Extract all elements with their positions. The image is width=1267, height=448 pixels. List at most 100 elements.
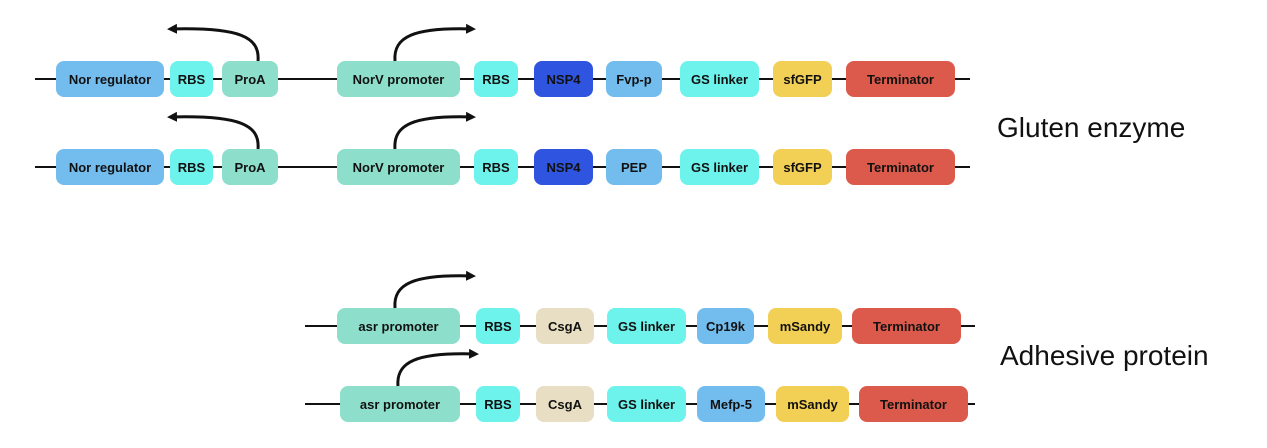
part-label-proa: ProA bbox=[234, 160, 266, 175]
part-mefp-5: Mefp-5 bbox=[697, 386, 765, 422]
part-label-nsp4: NSP4 bbox=[547, 72, 582, 87]
part-csga: CsgA bbox=[536, 386, 594, 422]
part-box-nor-regulator bbox=[56, 149, 164, 185]
part-label-rbs: RBS bbox=[178, 72, 206, 87]
part-box-rbs bbox=[474, 149, 518, 185]
part-label-csga: CsgA bbox=[548, 319, 583, 334]
part-label-csga: CsgA bbox=[548, 397, 583, 412]
part-box-nsp4 bbox=[534, 149, 593, 185]
part-box-msandy bbox=[776, 386, 849, 422]
part-box-rbs bbox=[476, 308, 520, 344]
part-label-rbs: RBS bbox=[178, 160, 206, 175]
part-label-cp19k: Cp19k bbox=[706, 319, 746, 334]
part-box-asr-promoter bbox=[340, 386, 460, 422]
part-box-rbs bbox=[476, 386, 520, 422]
part-label-gs-linker: GS linker bbox=[618, 319, 675, 334]
part-terminator: Terminator bbox=[859, 386, 968, 422]
part-proa: ProA bbox=[167, 111, 278, 185]
part-box-msandy bbox=[768, 308, 842, 344]
part-norv-promoter: NorV promoter bbox=[337, 111, 476, 185]
construct-1: Nor regulator RBS ProA NorV promoter RBS NSP4… bbox=[35, 23, 970, 97]
part-box-csga bbox=[536, 308, 594, 344]
part-rbs: RBS bbox=[476, 386, 520, 422]
part-label-rbs: RBS bbox=[484, 397, 512, 412]
part-rbs: RBS bbox=[476, 308, 520, 344]
part-label-terminator: Terminator bbox=[867, 160, 934, 175]
part-rbs: RBS bbox=[170, 149, 213, 185]
part-label-terminator: Terminator bbox=[873, 319, 940, 334]
part-label-fvp-p: Fvp-p bbox=[616, 72, 651, 87]
part-label-sfgfp: sfGFP bbox=[783, 72, 822, 87]
part-box-norv-promoter bbox=[337, 61, 460, 97]
part-asr-promoter: asr promoter bbox=[337, 270, 476, 344]
part-box-nor-regulator bbox=[56, 61, 164, 97]
part-label-norv-promoter: NorV promoter bbox=[353, 160, 445, 175]
part-nor-regulator: Nor regulator bbox=[56, 61, 164, 97]
part-label-proa: ProA bbox=[234, 72, 266, 87]
part-box-gs-linker bbox=[680, 61, 759, 97]
part-label-gs-linker: GS linker bbox=[691, 72, 748, 87]
part-norv-promoter: NorV promoter bbox=[337, 23, 476, 97]
part-box-proa bbox=[222, 149, 278, 185]
part-box-rbs bbox=[170, 149, 213, 185]
part-box-cp19k bbox=[697, 308, 754, 344]
part-proa: ProA bbox=[167, 23, 278, 97]
promoter-arrow-icon bbox=[167, 111, 260, 150]
part-label-asr-promoter: asr promoter bbox=[358, 319, 438, 334]
part-box-gs-linker bbox=[607, 386, 686, 422]
construct-2: Nor regulator RBS ProA NorV promoter RBS NSP4… bbox=[35, 111, 970, 185]
part-box-gs-linker bbox=[680, 149, 759, 185]
part-label-rbs: RBS bbox=[482, 72, 510, 87]
part-label-asr-promoter: asr promoter bbox=[360, 397, 440, 412]
part-nsp4: NSP4 bbox=[534, 149, 593, 185]
promoter-arrow-icon bbox=[167, 23, 260, 62]
part-box-fvp-p bbox=[606, 61, 662, 97]
construct-4: asr promoter RBS CsgA GS linker Mefp-5 mSandy… bbox=[305, 348, 975, 422]
part-terminator: Terminator bbox=[846, 149, 955, 185]
promoter-arrow-icon bbox=[393, 111, 476, 150]
part-sfgfp: sfGFP bbox=[773, 61, 832, 97]
group-label-adhesive-protein: Adhesive protein bbox=[1000, 340, 1209, 371]
part-label-terminator: Terminator bbox=[867, 72, 934, 87]
part-gs-linker: GS linker bbox=[607, 386, 686, 422]
part-label-msandy: mSandy bbox=[780, 319, 831, 334]
part-nsp4: NSP4 bbox=[534, 61, 593, 97]
part-cp19k: Cp19k bbox=[697, 308, 754, 344]
part-box-sfgfp bbox=[773, 61, 832, 97]
part-box-pep bbox=[606, 149, 662, 185]
part-box-norv-promoter bbox=[337, 149, 460, 185]
promoter-arrow-icon bbox=[393, 23, 476, 62]
part-asr-promoter: asr promoter bbox=[340, 348, 479, 422]
part-gs-linker: GS linker bbox=[680, 149, 759, 185]
part-box-sfgfp bbox=[773, 149, 832, 185]
part-rbs: RBS bbox=[170, 61, 213, 97]
part-msandy: mSandy bbox=[776, 386, 849, 422]
part-label-nor-regulator: Nor regulator bbox=[69, 160, 151, 175]
part-label-sfgfp: sfGFP bbox=[783, 160, 822, 175]
part-rbs: RBS bbox=[474, 149, 518, 185]
part-box-terminator bbox=[846, 149, 955, 185]
part-label-norv-promoter: NorV promoter bbox=[353, 72, 445, 87]
part-csga: CsgA bbox=[536, 308, 594, 344]
part-label-rbs: RBS bbox=[484, 319, 512, 334]
part-terminator: Terminator bbox=[852, 308, 961, 344]
part-sfgfp: sfGFP bbox=[773, 149, 832, 185]
part-label-gs-linker: GS linker bbox=[618, 397, 675, 412]
part-box-proa bbox=[222, 61, 278, 97]
part-gs-linker: GS linker bbox=[607, 308, 686, 344]
part-label-terminator: Terminator bbox=[880, 397, 947, 412]
construct-3: asr promoter RBS CsgA GS linker Cp19k mSandy T… bbox=[305, 270, 975, 344]
part-label-gs-linker: GS linker bbox=[691, 160, 748, 175]
part-gs-linker: GS linker bbox=[680, 61, 759, 97]
part-box-terminator bbox=[846, 61, 955, 97]
group-label-gluten-enzyme: Gluten enzyme bbox=[997, 112, 1185, 143]
part-box-rbs bbox=[474, 61, 518, 97]
part-fvp-p: Fvp-p bbox=[606, 61, 662, 97]
part-box-terminator bbox=[852, 308, 961, 344]
part-label-pep: PEP bbox=[621, 160, 647, 175]
part-terminator: Terminator bbox=[846, 61, 955, 97]
part-box-rbs bbox=[170, 61, 213, 97]
part-label-mefp-5: Mefp-5 bbox=[710, 397, 752, 412]
